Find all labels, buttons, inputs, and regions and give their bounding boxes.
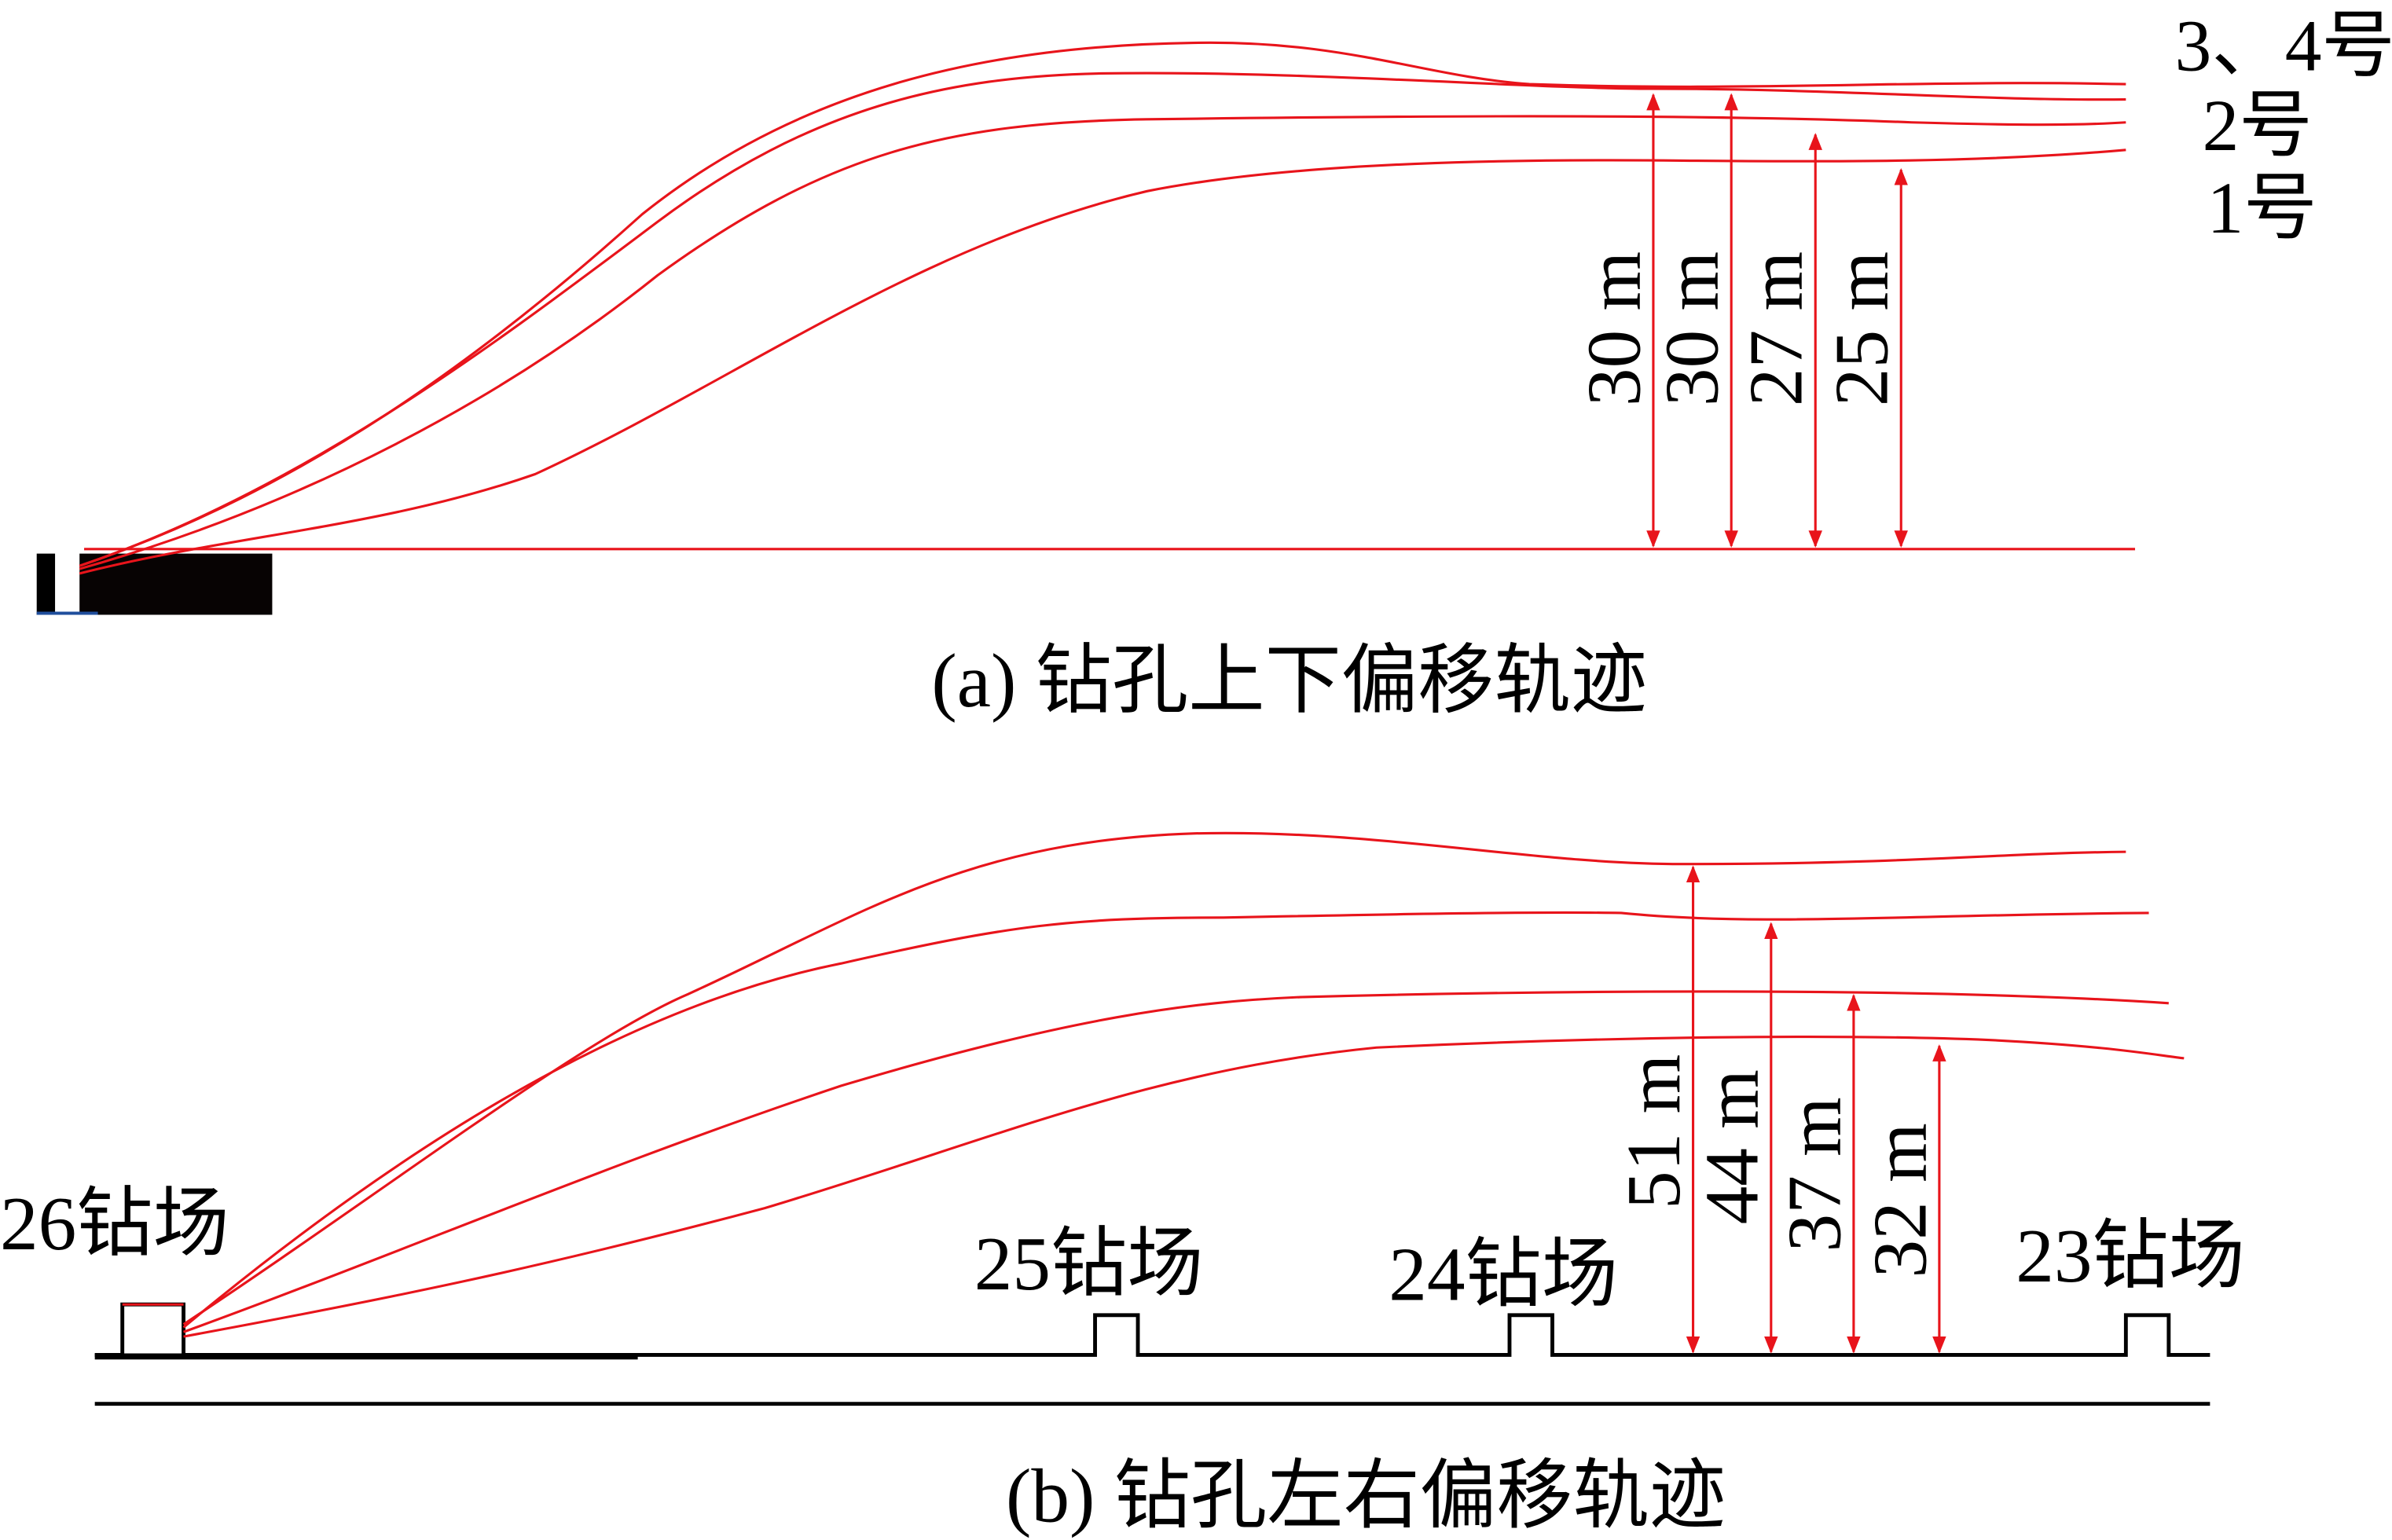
panel-b-lateral-offset: 51 m 44 m 37 m 32 m 26钻场 25钻场 24钻场 23钻场 … — [0, 831, 2245, 1539]
drill-site-block — [36, 553, 56, 615]
offset-label: 30 m — [1572, 251, 1656, 406]
hole-label: 2号 — [2203, 86, 2313, 167]
trajectory-lateral-3 — [183, 990, 2169, 1333]
caption-b: (b) 钻孔左右偏移轨迹 — [1006, 1454, 1726, 1539]
drill-site-label: 25钻场 — [974, 1222, 1204, 1307]
drill-site-block — [79, 553, 273, 615]
caption-a: (a) 钻孔上下偏移轨迹 — [931, 639, 1647, 724]
offset-label: 27 m — [1734, 251, 1819, 406]
trajectory-lateral-1 — [182, 831, 2126, 1326]
panel-a-vertical-offset: 30 m 30 m 27 m 25 m 3、4号 2号 1号 (a) 钻孔上下偏… — [36, 6, 2392, 724]
trajectory-hole-2 — [79, 115, 2126, 570]
trajectory-hole-3 — [79, 41, 2126, 567]
offset-label: 51 m — [1612, 1054, 1697, 1209]
offset-label: 30 m — [1650, 251, 1735, 406]
drill-site-label: 26钻场 — [0, 1182, 229, 1267]
trajectory-hole-1 — [79, 148, 2126, 575]
offset-label: 32 m — [1858, 1123, 1943, 1278]
roadway-line — [94, 1302, 2210, 1357]
offset-label: 37 m — [1772, 1097, 1857, 1252]
trajectory-hole-4 — [79, 72, 2126, 567]
hole-label: 1号 — [2207, 168, 2317, 249]
trajectory-lateral-2 — [182, 911, 2149, 1329]
drill-site-label: 23钻场 — [2016, 1214, 2245, 1299]
offset-label: 44 m — [1689, 1069, 1774, 1224]
drill-site-label: 24钻场 — [1389, 1232, 1618, 1317]
offset-label: 25 m — [1820, 251, 1905, 406]
trajectory-lateral-4 — [183, 1036, 2185, 1338]
hole-label: 3、4号 — [2175, 6, 2392, 87]
